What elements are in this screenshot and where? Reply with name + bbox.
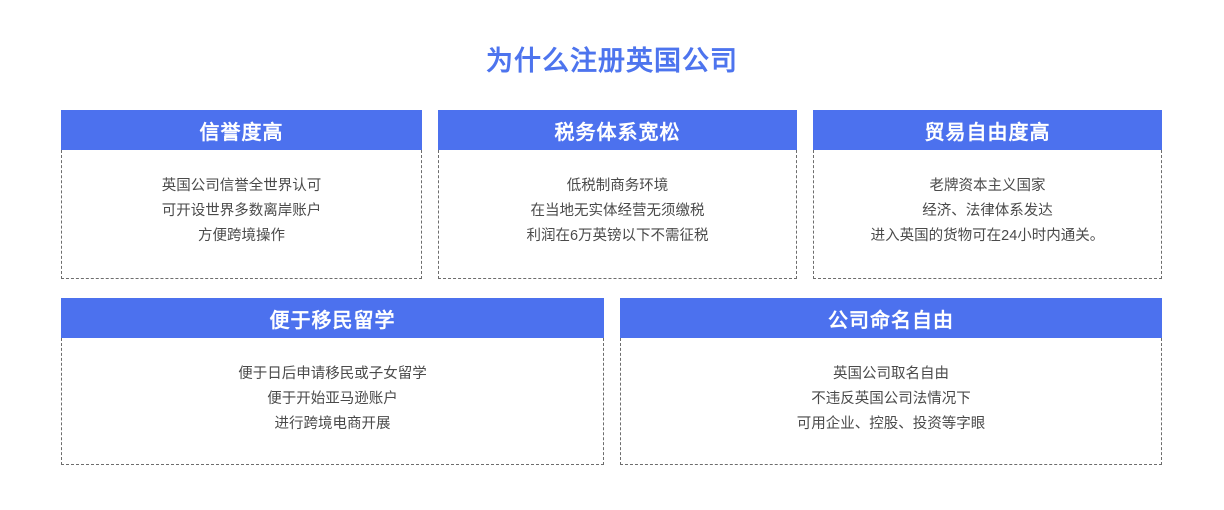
card-body-line: 方便跨境操作	[198, 228, 285, 244]
card-body: 英国公司取名自由 不违反英国公司法情况下 可用企业、控股、投资等字眼	[620, 338, 1162, 465]
card-heading: 税务体系宽松	[438, 110, 797, 150]
card-spacer	[604, 298, 620, 465]
card-body: 便于日后申请移民或子女留学 便于开始亚马逊账户 进行跨境电商开展	[61, 338, 604, 465]
card-body: 老牌资本主义国家 经济、法律体系发达 进入英国的货物可在24小时内通关。	[813, 150, 1162, 279]
card-body-line: 进行跨境电商开展	[274, 416, 391, 432]
card-body-line: 英国公司取名自由	[833, 366, 949, 382]
card-body-line: 利润在6万英镑以下不需征税	[526, 228, 709, 244]
card-body-line: 经济、法律体系发达	[922, 203, 1053, 219]
card-body-line: 可开设世界多数离岸账户	[161, 203, 322, 219]
card-body-line: 进入英国的货物可在24小时内通关。	[870, 228, 1105, 244]
page-title: 为什么注册英国公司	[486, 46, 738, 76]
card-body-line: 低税制商务环境	[566, 178, 669, 194]
card-heading: 信誉度高	[61, 110, 422, 150]
card-immigration-study: 便于移民留学 便于日后申请移民或子女留学 便于开始亚马逊账户 进行跨境电商开展	[61, 298, 604, 465]
card-tax-system: 税务体系宽松 低税制商务环境 在当地无实体经营无须缴税 利润在6万英镑以下不需征…	[438, 110, 797, 279]
card-body: 英国公司信誉全世界认可 可开设世界多数离岸账户 方便跨境操作	[61, 150, 422, 279]
card-body-line: 便于开始亚马逊账户	[267, 391, 398, 407]
card-body-line: 可用企业、控股、投资等字眼	[796, 416, 986, 432]
card-trade-freedom: 贸易自由度高 老牌资本主义国家 经济、法律体系发达 进入英国的货物可在24小时内…	[813, 110, 1162, 279]
card-heading: 贸易自由度高	[813, 110, 1162, 150]
card-heading: 公司命名自由	[620, 298, 1162, 338]
card-company-naming: 公司命名自由 英国公司取名自由 不违反英国公司法情况下 可用企业、控股、投资等字…	[620, 298, 1162, 465]
card-row-bottom: 便于移民留学 便于日后申请移民或子女留学 便于开始亚马逊账户 进行跨境电商开展 …	[61, 298, 1162, 465]
card-spacer	[797, 110, 813, 279]
card-body-line: 不违反英国公司法情况下	[811, 391, 971, 407]
card-body-line: 英国公司信誉全世界认可	[161, 178, 322, 194]
card-row-top: 信誉度高 英国公司信誉全世界认可 可开设世界多数离岸账户 方便跨境操作 税务体系…	[61, 110, 1162, 279]
card-body-line: 在当地无实体经营无须缴税	[530, 203, 705, 219]
card-body-line: 老牌资本主义国家	[929, 178, 1046, 194]
card-spacer	[422, 110, 438, 279]
card-credibility: 信誉度高 英国公司信誉全世界认可 可开设世界多数离岸账户 方便跨境操作	[61, 110, 422, 279]
card-heading: 便于移民留学	[61, 298, 604, 338]
card-body: 低税制商务环境 在当地无实体经营无须缴税 利润在6万英镑以下不需征税	[438, 150, 797, 279]
card-body-line: 便于日后申请移民或子女留学	[238, 366, 427, 382]
